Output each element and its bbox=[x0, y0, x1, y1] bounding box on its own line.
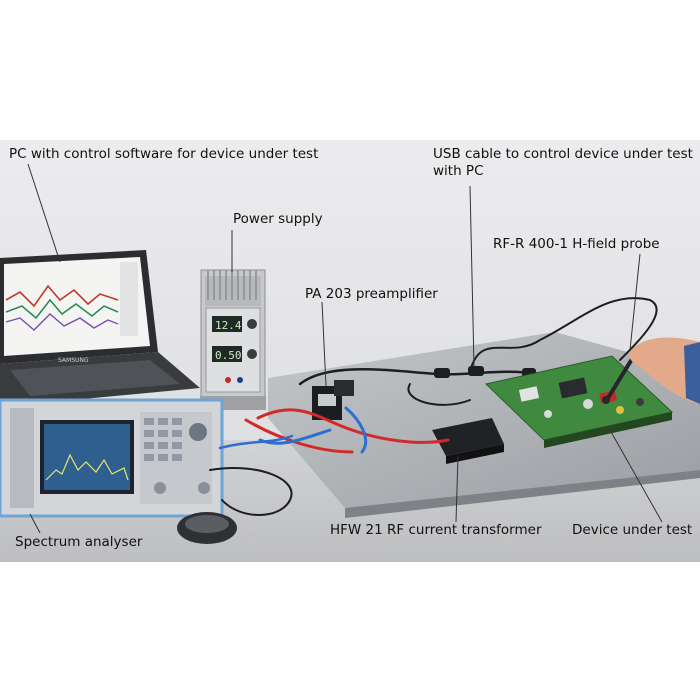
dut-board bbox=[484, 355, 674, 448]
label-power-supply: Power supply bbox=[233, 211, 323, 227]
laptop bbox=[0, 250, 200, 404]
test-setup-photo: 12.4 0.50 SAMSUNG bbox=[0, 140, 700, 562]
label-usb-cable-line1: USB cable to control device under test bbox=[433, 146, 693, 162]
psu-display-top: 12.4 bbox=[215, 319, 242, 332]
leader-lines bbox=[27, 163, 663, 534]
probe-cable bbox=[469, 297, 658, 373]
label-preamplifier: PA 203 preamplifier bbox=[305, 286, 438, 302]
label-pc: PC with control software for device unde… bbox=[9, 146, 319, 162]
label-spectrum-analyser: Spectrum analyser bbox=[15, 534, 143, 550]
current-transformer bbox=[432, 418, 504, 464]
psu-display-bottom: 0.50 bbox=[215, 349, 242, 362]
mouse bbox=[177, 512, 237, 544]
probe-hand bbox=[602, 337, 700, 404]
label-current-transformer: HFW 21 RF current transformer bbox=[330, 522, 542, 538]
red-cable bbox=[256, 408, 450, 444]
spectrum-analyser bbox=[0, 398, 224, 518]
power-supply bbox=[200, 269, 266, 410]
laptop-brand: SAMSUNG bbox=[58, 357, 89, 364]
label-device-under-test: Device under test bbox=[572, 522, 693, 538]
label-h-field-probe: RF-R 400-1 H-field probe bbox=[493, 236, 660, 252]
blue-cable bbox=[344, 406, 368, 454]
label-usb-cable-line2: with PC bbox=[433, 163, 484, 179]
